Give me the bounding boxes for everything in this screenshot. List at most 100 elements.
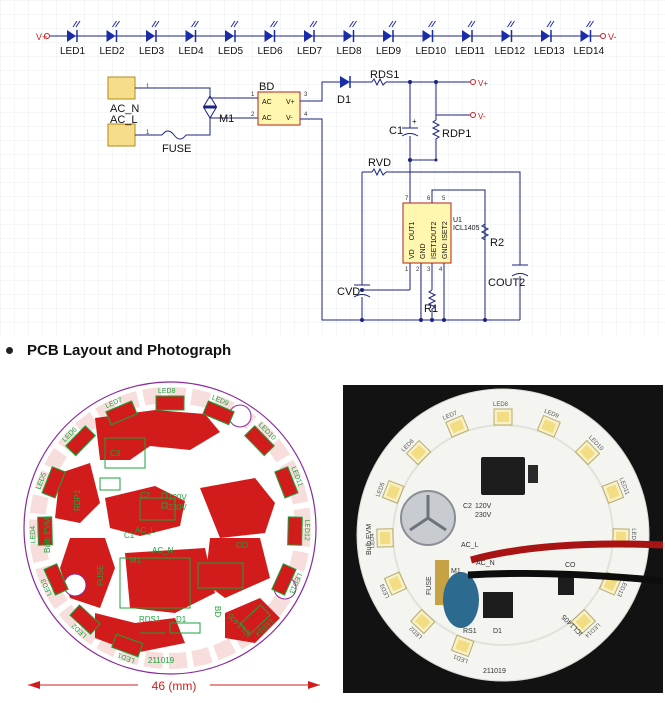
pcb-label-ac-l: AC_L xyxy=(135,526,156,535)
photo-label-fuse: FUSE xyxy=(426,576,433,595)
pcb-led-footprint: LED8 xyxy=(155,388,185,411)
photo-led: LED7 xyxy=(442,410,470,438)
c1-capacitor-icon xyxy=(401,127,419,144)
schematic-led-label: LED7 xyxy=(297,46,322,57)
pin-gnd-a: GND xyxy=(420,243,427,259)
bd-label: BD xyxy=(259,81,274,93)
schematic-led-label: LED11 xyxy=(455,46,485,57)
schematic-led-label: LED6 xyxy=(258,46,283,57)
junction-dots xyxy=(360,80,487,322)
schematic-led-icon xyxy=(146,20,160,42)
rds1-resistor-icon xyxy=(371,77,387,87)
rvd-label: RVD xyxy=(368,157,391,169)
svg-text:1: 1 xyxy=(251,92,255,98)
pin-out1: OUT1 xyxy=(409,222,416,241)
schematic-led-label: LED3 xyxy=(139,46,164,57)
schematic-led-icon xyxy=(580,20,594,42)
vminus-out-label: V- xyxy=(478,112,486,121)
photo-label-ac-n: AC_N xyxy=(476,560,495,567)
pcb-label-c2: C2 xyxy=(140,491,151,500)
pcb-led-label: LED8 xyxy=(158,388,176,395)
vplus-out-port xyxy=(470,79,476,85)
rvd-resistor-icon xyxy=(371,167,387,177)
u1-label: U1 xyxy=(453,217,462,224)
svg-text:+: + xyxy=(412,117,417,126)
pin-gnd-b: GND xyxy=(442,243,449,259)
photo-red-wire xyxy=(470,540,663,564)
schematic-led-icon xyxy=(343,20,357,42)
photo-board-name: Bulb EVM xyxy=(366,524,373,555)
schematic-led-label: LED2 xyxy=(100,46,125,57)
svg-text:V+: V+ xyxy=(286,99,295,106)
d1-diode-icon xyxy=(340,76,351,88)
photo-led-label: LED3 xyxy=(379,582,391,599)
schematic-led-icon xyxy=(462,20,476,42)
ac-n-connector xyxy=(107,76,136,100)
cout2-label: COUT2 xyxy=(488,277,525,289)
svg-text:6: 6 xyxy=(427,196,431,202)
mount-hole-left xyxy=(63,573,87,597)
svg-text:V-: V- xyxy=(286,115,293,122)
photo-u1-chip xyxy=(481,457,525,495)
cvd-label: CVD xyxy=(337,286,360,298)
svg-text:1: 1 xyxy=(405,267,409,273)
photo-led-label: LED7 xyxy=(442,410,459,422)
dimension-arrow: 46 (mm) xyxy=(28,677,320,693)
r2-resistor-icon xyxy=(480,223,490,241)
svg-text:7: 7 xyxy=(405,196,409,202)
pcb-label-co: CO xyxy=(236,541,248,550)
photo-led: LED11 xyxy=(601,477,630,504)
svg-text:2: 2 xyxy=(251,112,255,118)
ac-l-connector xyxy=(107,123,136,147)
rds1-label: RDS1 xyxy=(370,69,399,81)
photo-option-230: 230V xyxy=(475,512,492,519)
fuse-label: FUSE xyxy=(162,143,191,155)
svg-text:AC: AC xyxy=(262,99,272,106)
pin-iset1: ISET1 xyxy=(431,239,438,259)
schematic-led-icon xyxy=(383,20,397,42)
vminus-port-right: V- xyxy=(608,32,617,42)
schematic-led-icon xyxy=(422,20,436,42)
svg-text:3: 3 xyxy=(304,92,308,98)
pcb-label-c1: C1 xyxy=(124,531,135,540)
pcb-led-label: LED4 xyxy=(30,526,37,544)
schematic-led-icon xyxy=(67,20,81,42)
main-wiring xyxy=(300,81,521,321)
r1-resistor-icon xyxy=(427,289,437,310)
pcb-label-m1: M1 xyxy=(130,556,142,565)
schematic-led-icon xyxy=(225,20,239,42)
photo-board xyxy=(356,388,650,682)
photo-led-label: LED1 xyxy=(452,652,469,663)
photo-label-ac-l: AC_L xyxy=(461,542,479,549)
photo-led-label: LED12 xyxy=(630,528,636,547)
r2-label: R2 xyxy=(490,237,504,249)
vplus-out-label: V+ xyxy=(478,79,488,88)
schematic-led-label: LED10 xyxy=(416,46,447,57)
component-outlines xyxy=(99,437,244,634)
pcb-label-c3: C3 xyxy=(110,449,121,458)
schematic-led-label: LED13 xyxy=(534,46,565,57)
svg-text:3: 3 xyxy=(427,267,431,273)
section-header: PCB Layout and Photograph xyxy=(6,342,231,359)
bullet-icon xyxy=(6,346,13,354)
pcb-option-120: 120V xyxy=(168,493,187,502)
m1-tvs-icon xyxy=(203,95,217,119)
photo-label-m1: M1 xyxy=(451,568,461,575)
pcb-label-rds1: RDS1 xyxy=(139,615,161,624)
schematic-led-label: LED8 xyxy=(337,46,362,57)
photo-label-co: CO xyxy=(565,562,576,569)
pcb-option-230: 230V xyxy=(168,503,187,512)
schematic-led-icon xyxy=(541,20,555,42)
photo-led: LED9 xyxy=(536,409,561,438)
pcb-label-d1: D1 xyxy=(176,615,187,624)
rdp1-label: RDP1 xyxy=(442,128,471,140)
photo-led-label: LED9 xyxy=(543,409,560,421)
photo-led: LED1 xyxy=(450,634,475,663)
photo-label-rs1: RS1 xyxy=(463,628,477,635)
photo-led: LED2 xyxy=(408,608,436,639)
pin-out2: OUT2 xyxy=(431,222,438,241)
pin-num-1a: 1 xyxy=(146,84,150,90)
bridge-rectifier: BD AC AC V+ V- 1 2 3 4 xyxy=(251,81,308,126)
schematic-led-label: LED9 xyxy=(376,46,401,57)
photo-led: LED4 xyxy=(370,528,394,548)
